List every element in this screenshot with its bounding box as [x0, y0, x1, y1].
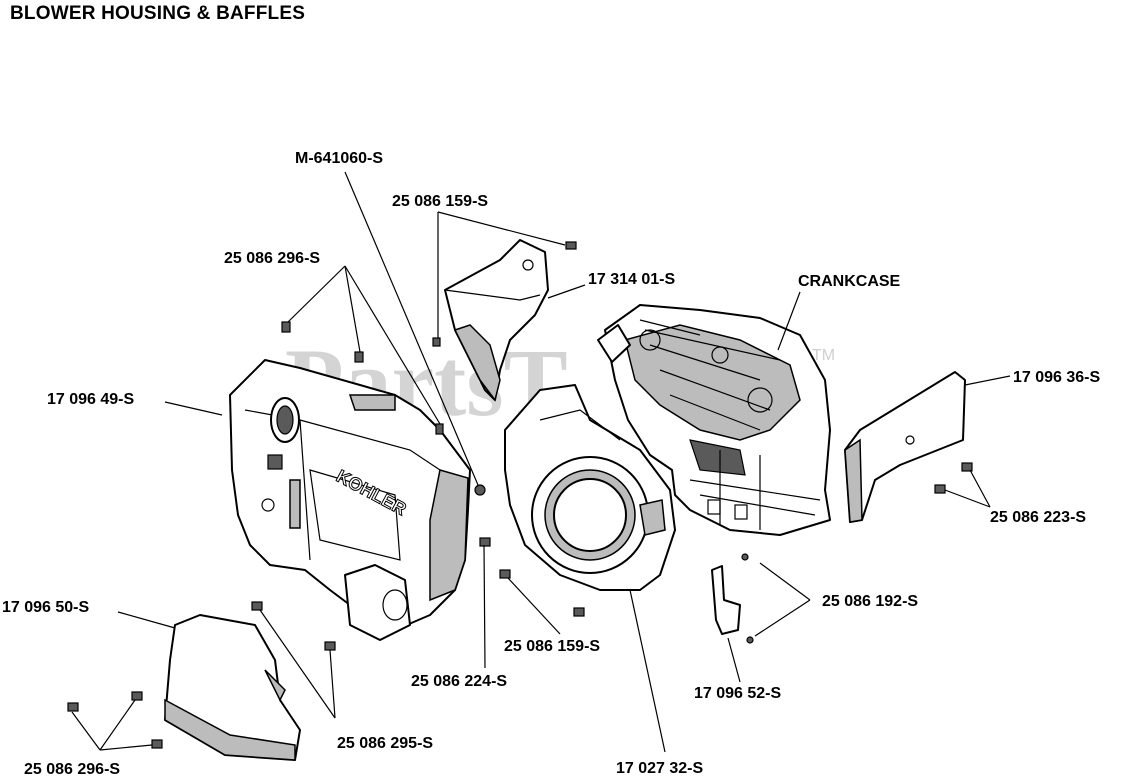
label-25086224s: 25 086 224-S — [411, 673, 507, 690]
page-title: BLOWER HOUSING & BAFFLES — [10, 3, 306, 24]
label-25086159s-mid: 25 086 159-S — [504, 638, 600, 655]
watermark-trademark: TM — [812, 347, 835, 364]
label-1709650s: 17 096 50-S — [2, 599, 90, 616]
blower-housing-part[interactable]: KOHLER — [229, 359, 471, 641]
label-m641060s: M-641060-S — [295, 150, 383, 167]
label-25086296s-bot: 25 086 296-S — [24, 761, 120, 778]
label-crankcase: CRANKCASE — [798, 273, 901, 290]
label-1709649s: 17 096 49-S — [47, 391, 135, 408]
label-25086295s: 25 086 295-S — [337, 735, 433, 752]
baffle-17-314-01-part[interactable] — [444, 239, 549, 402]
screws — [67, 241, 973, 749]
bracket-17-096-52-part[interactable] — [711, 565, 741, 635]
label-25086296s-top: 25 086 296-S — [224, 250, 320, 267]
crankcase-part[interactable] — [597, 304, 831, 536]
baffle-17-096-36-part[interactable] — [844, 371, 966, 523]
label-1702732s: 17 027 32-S — [616, 760, 704, 777]
label-1731401s: 17 314 01-S — [588, 271, 676, 288]
leader-lines — [71, 171, 1011, 753]
label-25086223s: 25 086 223-S — [990, 509, 1086, 526]
label-1709652s: 17 096 52-S — [694, 685, 782, 702]
part-labels: M-641060-S 25 086 159-S 25 086 296-S 17 … — [2, 150, 1101, 778]
label-25086192s: 25 086 192-S — [822, 593, 918, 610]
label-25086159s-top: 25 086 159-S — [392, 193, 488, 210]
blower-plate-17-027-32-part[interactable] — [504, 384, 676, 591]
baffle-17-096-50-part[interactable] — [164, 614, 301, 761]
label-1709636s: 17 096 36-S — [1013, 369, 1101, 386]
